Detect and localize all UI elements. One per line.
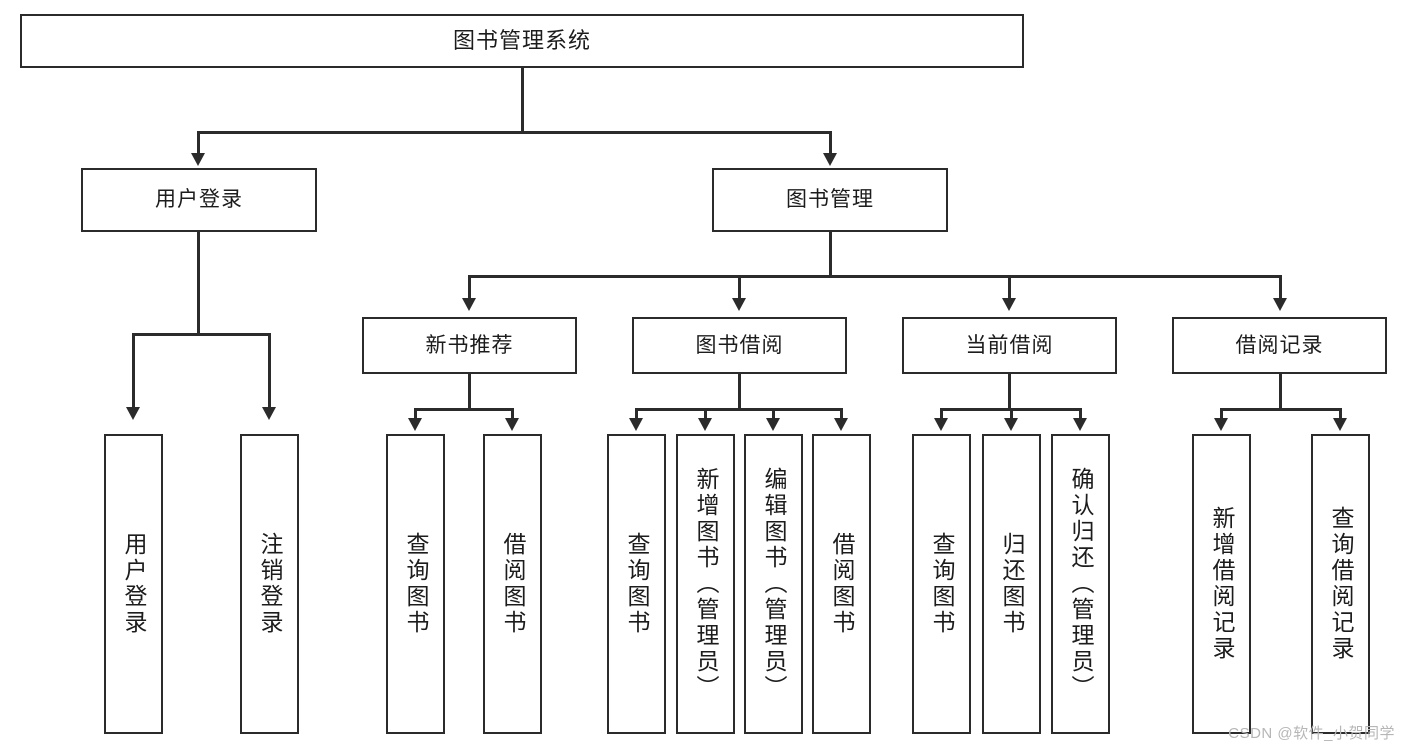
connector-bb-drop-2 <box>704 408 707 420</box>
node-label: 注销登录 <box>257 532 283 636</box>
node-label: 借阅图书 <box>829 532 855 636</box>
connector-user-login-bus <box>132 333 270 336</box>
connector-root-stem <box>521 68 524 133</box>
node-leaf-borrow-book-1[interactable]: 借阅图书 <box>483 434 542 734</box>
connector-new-book-rec-bus <box>414 408 513 411</box>
arrow-to-borrow-record <box>1273 298 1287 311</box>
arrow-to-book-manage <box>823 153 837 166</box>
node-new-book-rec[interactable]: 新书推荐 <box>362 317 577 374</box>
node-label: 新书推荐 <box>425 333 514 357</box>
connector-to-borrow-record <box>1279 275 1282 301</box>
connector-cb-drop-3 <box>1079 408 1082 420</box>
arrow-to-current-borrow <box>1002 298 1016 311</box>
node-leaf-query-book-3[interactable]: 查询图书 <box>912 434 971 734</box>
node-label: 用户登录 <box>155 188 243 212</box>
node-label: 当前借阅 <box>965 333 1054 357</box>
arrow-to-user-login <box>191 153 205 166</box>
node-leaf-query-book-2[interactable]: 查询图书 <box>607 434 666 734</box>
arrow-leaf-add-record <box>1214 418 1228 431</box>
node-label: 查询图书 <box>624 532 650 636</box>
arrow-leaf-borrow-book-2 <box>834 418 848 431</box>
connector-borrow-record-stem <box>1279 374 1282 410</box>
connector-book-borrow-bus <box>635 408 842 411</box>
node-label: 图书借阅 <box>695 333 784 357</box>
node-label: 新增图书（管理员） <box>693 467 719 701</box>
node-book-manage[interactable]: 图书管理 <box>712 168 948 232</box>
connector-book-manage-stem <box>829 232 832 277</box>
connector-user-login-stem <box>197 232 200 335</box>
connector-root-bus <box>197 131 832 134</box>
node-leaf-query-record[interactable]: 查询借阅记录 <box>1311 434 1370 734</box>
arrow-leaf-user-logout <box>262 407 276 420</box>
connector-cb-drop-2 <box>1010 408 1013 420</box>
node-label: 查询借阅记录 <box>1328 506 1354 662</box>
watermark-text: CSDN @软件_小贺同学 <box>1228 725 1395 742</box>
node-label: 查询图书 <box>403 532 429 636</box>
connector-nbr-drop-2 <box>511 408 514 420</box>
arrow-leaf-query-book-3 <box>934 418 948 431</box>
connector-br-drop-2 <box>1339 408 1342 420</box>
arrow-leaf-edit-book <box>766 418 780 431</box>
node-current-borrow[interactable]: 当前借阅 <box>902 317 1117 374</box>
node-label: 确认归还（管理员） <box>1068 467 1094 701</box>
connector-book-borrow-stem <box>738 374 741 410</box>
connector-bb-drop-4 <box>840 408 843 420</box>
connector-current-borrow-stem <box>1008 374 1011 410</box>
node-leaf-add-book[interactable]: 新增图书（管理员） <box>676 434 735 734</box>
node-leaf-add-record[interactable]: 新增借阅记录 <box>1192 434 1251 734</box>
node-root-system[interactable]: 图书管理系统 <box>20 14 1024 68</box>
connector-user-login-drop-1 <box>132 333 135 409</box>
node-book-borrow[interactable]: 图书借阅 <box>632 317 847 374</box>
connector-cb-drop-1 <box>940 408 943 420</box>
connector-new-book-rec-stem <box>468 374 471 410</box>
connector-to-book-borrow <box>738 275 741 301</box>
node-leaf-user-login[interactable]: 用户登录 <box>104 434 163 734</box>
arrow-to-book-borrow <box>732 298 746 311</box>
arrow-leaf-user-login <box>126 407 140 420</box>
connector-bb-drop-1 <box>635 408 638 420</box>
node-label: 编辑图书（管理员） <box>761 467 787 701</box>
node-borrow-record[interactable]: 借阅记录 <box>1172 317 1387 374</box>
node-leaf-return-book[interactable]: 归还图书 <box>982 434 1041 734</box>
connector-to-current-borrow <box>1008 275 1011 301</box>
node-leaf-edit-book[interactable]: 编辑图书（管理员） <box>744 434 803 734</box>
node-label: 借阅记录 <box>1235 333 1324 357</box>
arrow-leaf-query-book-1 <box>408 418 422 431</box>
connector-to-book-manage <box>829 131 832 156</box>
node-leaf-borrow-book-2[interactable]: 借阅图书 <box>812 434 871 734</box>
arrow-leaf-return-book <box>1004 418 1018 431</box>
node-label: 借阅图书 <box>500 532 526 636</box>
arrow-leaf-borrow-book-1 <box>505 418 519 431</box>
node-leaf-user-logout[interactable]: 注销登录 <box>240 434 299 734</box>
node-label: 用户登录 <box>121 532 147 636</box>
connector-user-login-drop-2 <box>268 333 271 409</box>
connector-bb-drop-3 <box>772 408 775 420</box>
connector-to-new-book-rec <box>468 275 471 301</box>
node-label: 查询图书 <box>929 532 955 636</box>
node-label: 图书管理系统 <box>452 27 591 53</box>
node-label: 归还图书 <box>999 532 1025 636</box>
connector-borrow-record-bus <box>1220 408 1341 411</box>
arrow-to-new-book-rec <box>462 298 476 311</box>
node-leaf-confirm-return[interactable]: 确认归还（管理员） <box>1051 434 1110 734</box>
connector-br-drop-1 <box>1220 408 1223 420</box>
arrow-leaf-confirm-return <box>1073 418 1087 431</box>
node-label: 图书管理 <box>786 188 874 212</box>
arrow-leaf-query-record <box>1333 418 1347 431</box>
connector-nbr-drop-1 <box>414 408 417 420</box>
arrow-leaf-query-book-2 <box>629 418 643 431</box>
node-label: 新增借阅记录 <box>1209 506 1235 662</box>
node-user-login[interactable]: 用户登录 <box>81 168 317 232</box>
arrow-leaf-add-book <box>698 418 712 431</box>
node-leaf-query-book-1[interactable]: 查询图书 <box>386 434 445 734</box>
connector-book-manage-bus <box>468 275 1279 278</box>
connector-to-user-login <box>197 131 200 156</box>
